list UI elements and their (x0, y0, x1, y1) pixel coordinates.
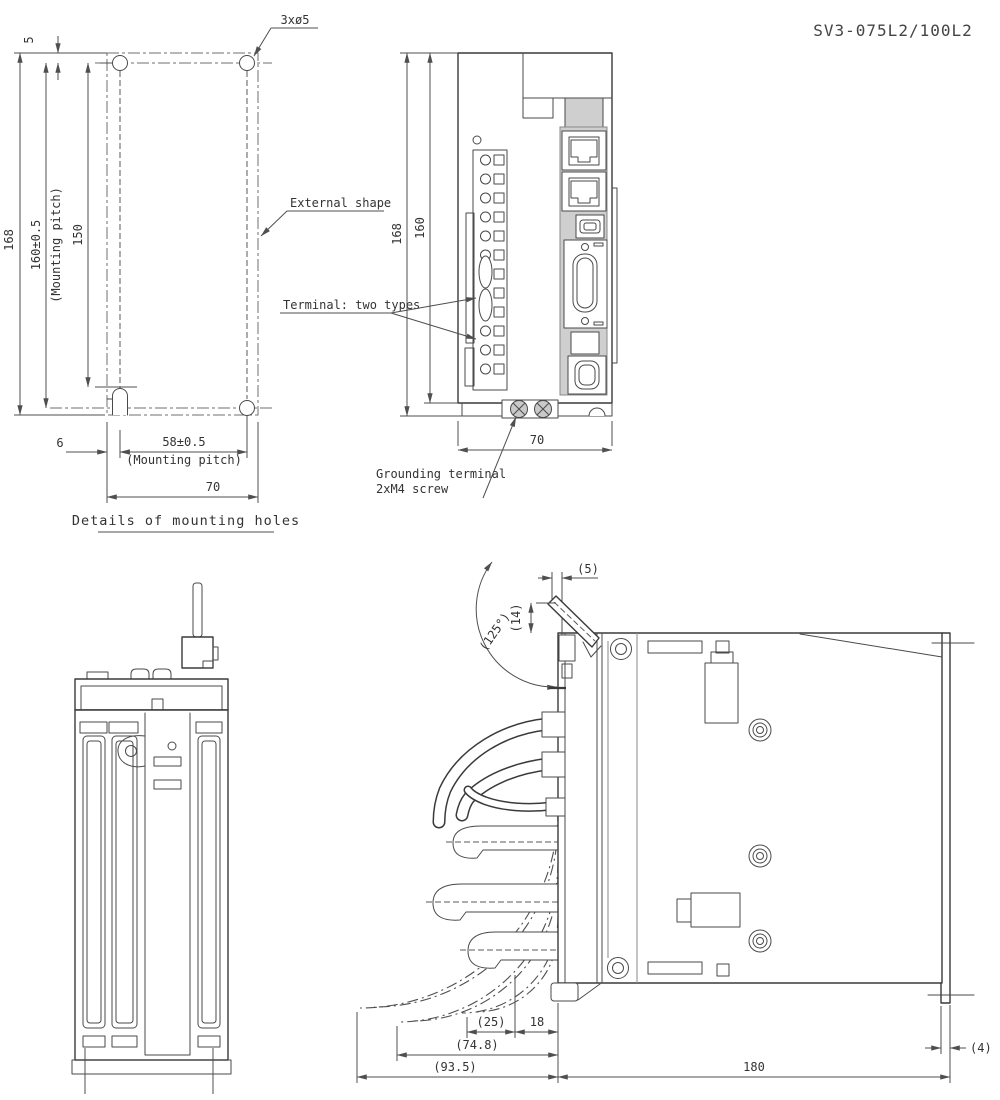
dim-clearance-748: (74.8) (455, 1038, 498, 1052)
mounting-hole-top-right (239, 55, 255, 71)
encoder-connector (567, 355, 607, 395)
side-view: (125°) (5) (14) (25) 18 (74.8) (93.5) 18… (356, 561, 992, 1083)
mounting-hole-bottom-right (239, 400, 255, 416)
terminal-types-label: Terminal: two types (283, 298, 420, 312)
button-bump-2 (152, 668, 172, 680)
release-lever (547, 572, 602, 679)
grounding-label-line1: Grounding terminal (376, 467, 506, 481)
rj45-connector-1 (561, 130, 607, 171)
connector-column (559, 126, 608, 396)
terminal-strip (464, 135, 508, 391)
charge-lamp (472, 135, 482, 145)
cables (432, 717, 556, 829)
case-screw-bottom (607, 957, 629, 979)
blank-block (570, 331, 600, 355)
top-tab (86, 671, 109, 680)
vent-slot-bottom (647, 961, 703, 975)
top-view (71, 582, 232, 1094)
terminal-screws (478, 154, 505, 375)
dim-left-offset: 6 (56, 436, 63, 450)
external-outline-chain (106, 52, 259, 416)
slot-terminal-2 (478, 288, 493, 322)
top-cover-block (564, 97, 604, 128)
unit-body-top (74, 709, 229, 1061)
io-dsub-connector (563, 239, 608, 329)
plate-hole-2 (167, 741, 177, 751)
dim-overall-depth: 180 (743, 1060, 765, 1074)
button-bump-1 (130, 668, 150, 680)
external-shape-label: External shape (290, 196, 391, 210)
mounting-hole-top-left (112, 55, 128, 71)
capacitor (704, 651, 739, 724)
vent-slot-top (647, 640, 703, 654)
grounding-terminal (461, 399, 613, 419)
rj45-connector-2 (561, 171, 607, 212)
dim-vertical-pitch: 160±0.5 (29, 220, 43, 271)
front-dim-height: 168 (390, 223, 404, 245)
component-block (676, 892, 741, 928)
dim-horizontal-pitch: 58±0.5 (162, 435, 205, 449)
dim-slot-distance: 150 (71, 224, 85, 246)
vent-slots (79, 721, 223, 1048)
dim-overall-height: 168 (2, 229, 16, 251)
panel-connectors (541, 711, 566, 817)
antenna-rod (192, 582, 203, 638)
cable-clamps (426, 825, 572, 969)
mounting-holes-view: 5 168 160±0.5 (Mounting pitch) 150 6 58±… (2, 13, 318, 533)
dim-top-offset: 5 (22, 36, 36, 43)
lever-swing-arc (475, 561, 558, 690)
hole-spec-label: 3xø5 (281, 13, 310, 27)
plate-hole-1 (125, 745, 137, 757)
front-dim-body-height: 160 (413, 217, 427, 239)
view-caption: Details of mounting holes (72, 513, 300, 529)
front-view: 168 160 70 External shape Terminal: two … (260, 52, 618, 499)
dim-connector-18: 18 (530, 1015, 544, 1029)
grounding-label-line2: 2xM4 screw (376, 482, 449, 496)
front-dim-width: 70 (530, 433, 544, 447)
case-screw-top (610, 638, 632, 660)
mini-usb-connector (575, 214, 605, 239)
dim-clearance-935: (93.5) (433, 1060, 476, 1074)
center-mounting-plate (117, 712, 191, 1056)
mounting-slot-bottom-left (112, 388, 128, 416)
dim-rail-tab: (4) (970, 1041, 992, 1055)
dim-swing-angle: (125°) (477, 610, 513, 654)
rivets (748, 718, 772, 953)
dim-horizontal-pitch-note: (Mounting pitch) (126, 453, 242, 467)
mounting-centerlines (84, 1048, 214, 1094)
dim-vertical-pitch-note: (Mounting pitch) (49, 187, 63, 303)
rod-connector-block (181, 636, 214, 669)
dim-clearance-25: (25) (477, 1015, 506, 1029)
dim-overall-width: 70 (206, 480, 220, 494)
slot-terminal-1 (478, 255, 493, 289)
drawing-title: SV3-075L2/100L2 (813, 21, 973, 40)
bottom-notch (588, 407, 606, 417)
din-rail-plate (940, 632, 951, 1004)
dim-lever-protrusion: (5) (577, 562, 599, 576)
front-foot (550, 982, 579, 1002)
dim-lever-height: (14) (509, 604, 523, 633)
unit-body-side (557, 632, 943, 984)
